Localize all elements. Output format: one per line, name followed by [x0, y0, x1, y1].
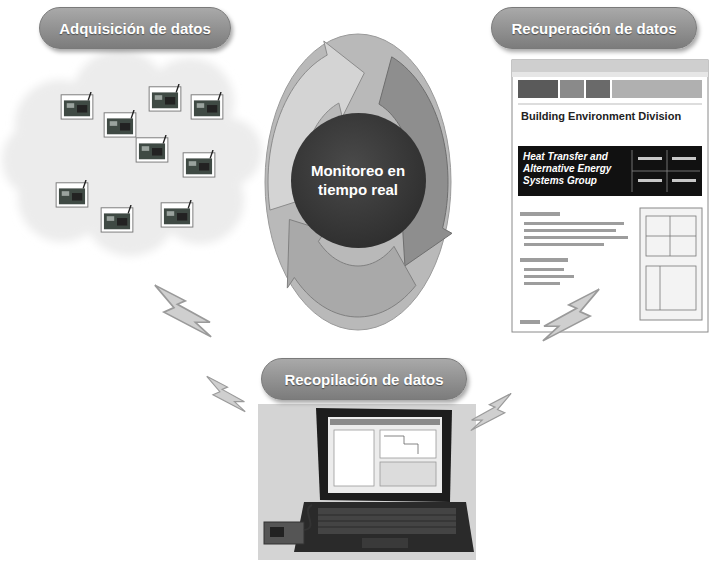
center-label: Monitoreo en tiempo real [302, 161, 414, 200]
wireless-bolt [543, 289, 599, 341]
banner-text: Heat Transfer and Alternative Energy Sys… [523, 151, 627, 187]
center-circle: Monitoreo en tiempo real [291, 113, 426, 248]
wireless-bolt [471, 393, 511, 430]
cycle-ring [265, 34, 451, 330]
wireless-bolt [207, 376, 245, 411]
cloud [2, 50, 262, 256]
stage-label: Recopilación de datos [284, 371, 443, 388]
page-heading: Building Environment Division [521, 110, 701, 123]
web-screenshot [512, 60, 708, 332]
wireless-bolt [155, 285, 211, 337]
stage-label: Adquisición de datos [59, 20, 211, 37]
laptop-photo [258, 404, 476, 560]
sensor-devices [56, 84, 223, 232]
stage-pill: Adquisición de datos [39, 7, 231, 49]
stage-pill: Recuperación de datos [491, 7, 697, 49]
stage-pill: Recopilación de datos [261, 358, 467, 400]
stage-label: Recuperación de datos [511, 20, 676, 37]
